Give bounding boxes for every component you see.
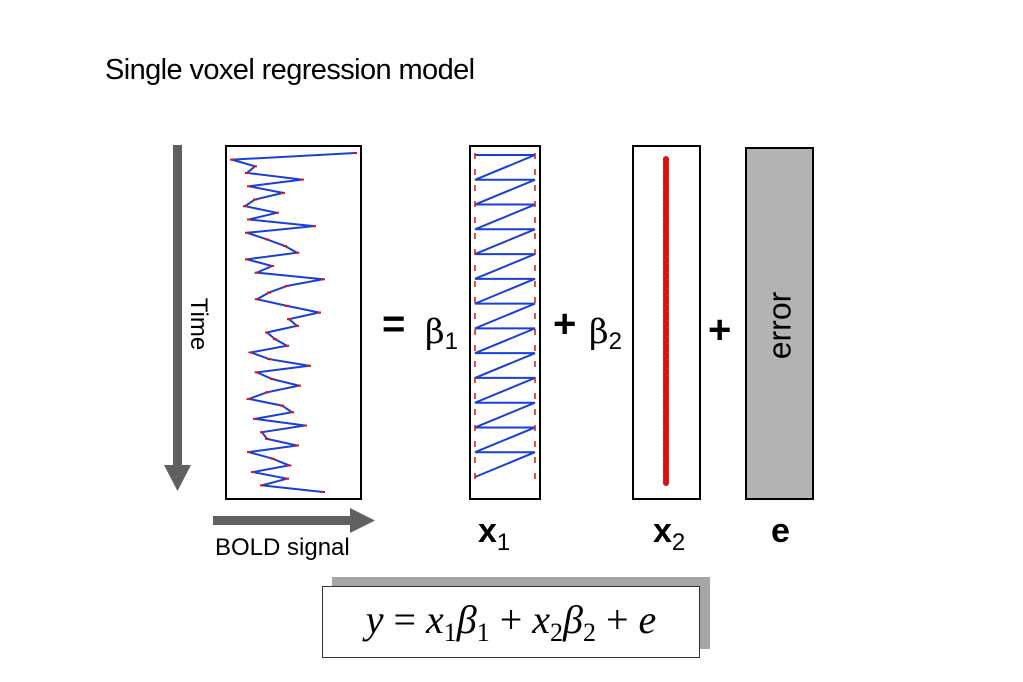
- bold-signal-point: [312, 225, 316, 228]
- bold-signal-point: [287, 318, 291, 321]
- error-box: error: [745, 147, 814, 500]
- bold-signal-point: [270, 378, 274, 380]
- bold-signal-point: [247, 397, 251, 400]
- plus-sign-2: +: [708, 308, 732, 352]
- bold-signal-point: [265, 391, 269, 394]
- bold-signal-arrow: [213, 508, 375, 533]
- x2-constant-trace: [663, 156, 669, 486]
- bold-signal-point: [253, 198, 257, 201]
- bold-signal-point: [267, 291, 271, 294]
- beta-1-symbol: β1: [425, 312, 459, 355]
- bold-signal-point: [321, 278, 325, 281]
- plus-sign-1: +: [553, 302, 577, 346]
- error-label: error: [761, 291, 798, 360]
- bold-signal-point: [300, 178, 304, 181]
- x1-boxcar-trace: [474, 153, 536, 479]
- bold-signal-point: [249, 351, 253, 354]
- bold-signal-point: [353, 152, 357, 154]
- bold-signal-point: [245, 231, 249, 234]
- bold-signal-point: [260, 484, 264, 487]
- bold-signal-point: [273, 338, 277, 341]
- equals-sign: =: [382, 302, 406, 346]
- bold-signal-point: [295, 444, 299, 447]
- bold-signal-point: [255, 371, 259, 374]
- bold-signal-point: [321, 491, 325, 493]
- bold-signal-point: [251, 471, 255, 474]
- equation-box: [322, 586, 700, 658]
- x1-regressor-box: [469, 145, 541, 500]
- regression-equation: y = x1β1 + x2β2 + e: [365, 597, 657, 647]
- bold-signal-point: [303, 424, 307, 427]
- bold-signal-point: [317, 311, 321, 314]
- bold-signal-line: [231, 152, 356, 493]
- bold-signal-point: [245, 258, 249, 261]
- bold-signal-point: [247, 185, 251, 188]
- bold-signal-point: [255, 271, 259, 274]
- bold-signal-point: [265, 331, 269, 334]
- bold-signal-point: [230, 158, 234, 161]
- bold-signal-trace: [230, 152, 357, 493]
- bold-signal-point: [285, 284, 289, 287]
- bold-signal-point: [285, 344, 289, 347]
- bold-signal-point: [295, 324, 299, 327]
- bold-signal-point: [287, 464, 291, 467]
- beta-2-symbol: β2: [589, 312, 623, 355]
- x1-boxcar-line: [474, 154, 536, 478]
- bold-signal-point: [253, 417, 257, 420]
- bold-signal-point: [260, 431, 264, 434]
- bold-signal-point: [285, 477, 289, 480]
- bold-signal-point: [245, 171, 249, 174]
- bold-signal-point: [283, 245, 287, 248]
- bold-signal-point: [247, 451, 251, 454]
- bold-signal-point: [265, 238, 269, 241]
- bold-signal-point: [265, 437, 269, 440]
- bold-signal-point: [290, 411, 294, 414]
- bold-signal-point: [295, 251, 299, 254]
- bold-signal-point: [285, 304, 289, 307]
- bold-signal-point: [243, 205, 247, 208]
- slide-title: Single voxel regression model: [105, 54, 475, 86]
- bold-signal-point: [297, 384, 301, 387]
- time-arrow: [164, 145, 191, 491]
- time-label: Time: [185, 297, 212, 351]
- bold-signal-point: [271, 457, 275, 460]
- bold-signal-box: [225, 145, 362, 500]
- x2-label: x2: [653, 512, 686, 556]
- bold-signal-point: [255, 298, 259, 301]
- bold-signal-point: [267, 358, 271, 361]
- bold-signal-point: [307, 364, 311, 367]
- x2-regressor-box: [632, 145, 701, 500]
- bold-signal-label: BOLD signal: [215, 534, 350, 561]
- x1-label: x1: [478, 512, 511, 556]
- e-label: e: [771, 512, 790, 550]
- bold-signal-point: [253, 165, 257, 168]
- bold-signal-point: [280, 404, 284, 407]
- bold-signal-point: [247, 218, 251, 221]
- bold-signal-point: [281, 191, 285, 194]
- bold-signal-point: [275, 211, 279, 214]
- bold-signal-point: [270, 265, 274, 267]
